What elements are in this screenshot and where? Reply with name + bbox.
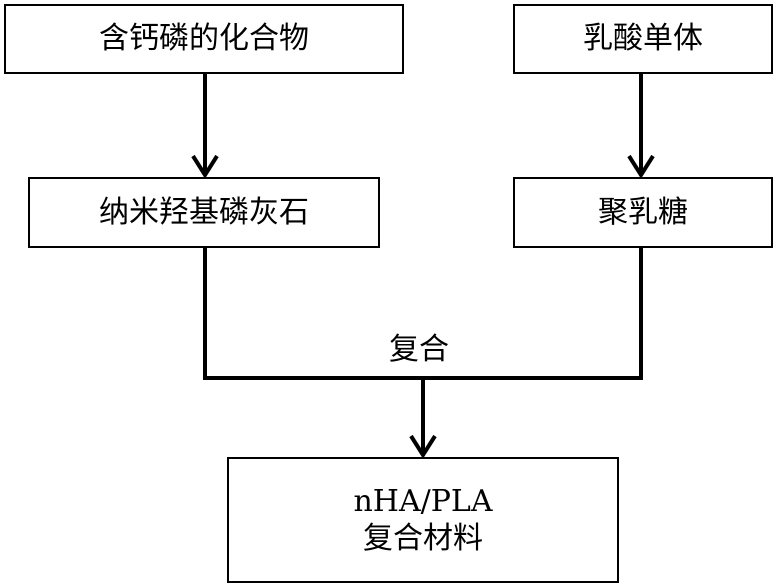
- node-calcium-phosphorus-compound: 含钙磷的化合物: [4, 4, 404, 74]
- node-composite-material: nHA/PLA 复合材料: [227, 457, 619, 583]
- node-label-line1: nHA/PLA: [353, 483, 493, 519]
- node-lactic-acid-monomer: 乳酸单体: [513, 4, 773, 74]
- node-label: 纳米羟基磷灰石: [99, 194, 309, 230]
- node-label-line2: 复合材料: [363, 521, 483, 556]
- node-label: 含钙磷的化合物: [99, 21, 309, 56]
- arrowhead-compound-to-nha: [191, 154, 219, 179]
- node-nano-hydroxyapatite: 纳米羟基磷灰石: [28, 177, 380, 248]
- edge-label-combine: 复合: [389, 332, 449, 367]
- node-label: 乳酸单体: [583, 21, 703, 56]
- node-polylactic-acid: 聚乳糖: [513, 177, 773, 248]
- arrowhead-merge-to-composite: [409, 434, 437, 459]
- arrowhead-monomer-to-pla: [627, 154, 655, 179]
- node-label: 聚乳糖: [598, 194, 688, 230]
